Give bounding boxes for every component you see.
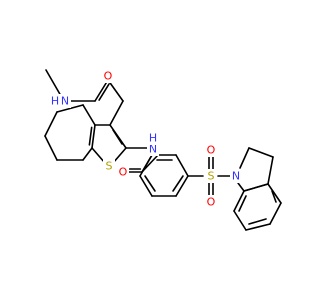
indoline-benzene-bond-5 — [233, 210, 247, 231]
indoline-n-label-bg — [230, 169, 242, 183]
amide-o-mid-label-bg — [117, 165, 129, 179]
indoline-benzene-inner-3 — [238, 195, 247, 212]
indoline-benzene-bond-3 — [269, 202, 282, 225]
amide-n-top-label: N — [61, 95, 69, 108]
indoline-c3-c3a-bond — [267, 156, 274, 185]
indoline-benzene-bond-4 — [245, 223, 271, 231]
methyl-bond — [45, 69, 62, 97]
sulfonyl-o-top-label-bg — [205, 143, 217, 157]
indoline-n-c2-bond — [239, 147, 250, 169]
thiophene-c7a-c3a-bond-inner — [88, 126, 93, 146]
indoline-benzene-inner-1 — [271, 190, 277, 203]
thiophene-s-c7a-bond — [91, 147, 106, 164]
amide-h-top-label: H — [51, 95, 59, 108]
thiophene-c2c3-inner — [112, 129, 123, 145]
carbonyl-top-bond-inner — [98, 83, 110, 101]
c3-carbonyl-bond — [109, 100, 124, 126]
indoline-benzene-bond-2 — [267, 183, 282, 204]
benzene-bond-6 — [139, 154, 153, 177]
indoline-c2-c3-bond — [248, 147, 274, 158]
amide-o-top-label: O — [104, 70, 113, 83]
indoline-benzene-bond-1 — [243, 183, 269, 192]
cyclohex-bond-3 — [44, 111, 58, 137]
thiophene-s-label: S — [106, 160, 113, 173]
sulfonyl-s-label: S — [208, 170, 215, 183]
sulfonyl-o-bottom-label: O — [207, 196, 216, 209]
amide-h-mid-label: H — [149, 132, 157, 145]
amide-o-mid-label: O — [119, 166, 128, 179]
carbonyl-c-bond — [107, 79, 124, 102]
bond-layer — [44, 69, 282, 231]
amide-o-top-label-bg — [102, 69, 114, 83]
thiophene-s-label-bg — [103, 159, 115, 173]
cyclohex-bond-2 — [56, 104, 84, 113]
amide-n-top-label-bg — [59, 94, 71, 108]
indoline-n-label: N — [232, 170, 240, 183]
sulfonyl-o-bottom-label-bg — [205, 195, 217, 209]
indoline-benzene-inner-2 — [248, 218, 267, 225]
amide-h-top-label-bg — [49, 94, 61, 108]
carbonyl-top-bond — [94, 79, 109, 102]
indoline-c7a-n-bond — [237, 182, 245, 192]
cyclohex-bond-1 — [82, 104, 96, 126]
benzene-bond-2 — [175, 154, 189, 177]
benzene-inner-3 — [144, 175, 156, 192]
benzene-bond-3 — [175, 175, 189, 197]
sulfonyl-s-label-bg — [205, 169, 217, 183]
benzene-bond-5 — [139, 175, 153, 197]
thiophene-c7a-c3a-bond — [91, 124, 96, 149]
cyclohex-bond-4 — [44, 135, 58, 161]
sulfonyl-o-top-label: O — [207, 144, 216, 157]
cyclohex-bond-6 — [82, 147, 93, 161]
thiophene-c2-s-bond — [112, 147, 127, 164]
amide-n-mid-label-bg — [147, 142, 159, 156]
indoline-benzene-bond-6 — [233, 190, 245, 212]
benzene-inner-2 — [172, 175, 184, 192]
amide-n-mid-label: N — [149, 143, 157, 156]
amide-h-mid-label-bg — [147, 131, 159, 145]
